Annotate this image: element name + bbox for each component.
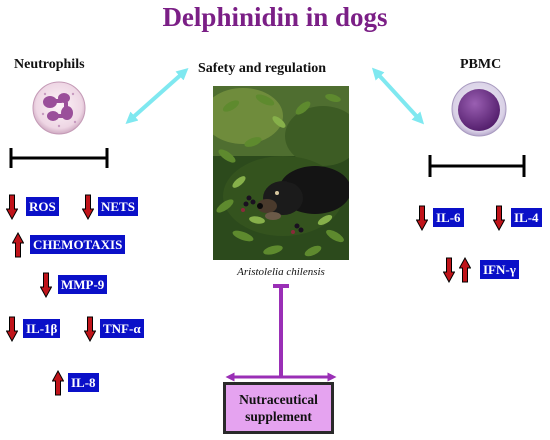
down-arrow-icon xyxy=(84,316,96,342)
left-double-arrow xyxy=(125,68,189,124)
marker-il6: IL-6 xyxy=(433,208,464,227)
pbmc-heading: PBMC xyxy=(460,57,502,72)
down-arrow-icon xyxy=(443,257,455,283)
marker-il1b: IL-1β xyxy=(23,319,61,338)
marker-ros: ROS xyxy=(26,197,59,216)
right-double-arrow xyxy=(371,67,425,125)
neutrophil-inhibition-bar xyxy=(9,148,109,168)
supplement-inhibitor-line xyxy=(273,284,289,376)
supplement-line-2: supplement xyxy=(245,409,312,424)
lymphocyte-cell-icon xyxy=(451,81,507,137)
neutrophil-cell-icon xyxy=(32,81,86,135)
marker-il8: IL-8 xyxy=(68,373,99,392)
marker-il4: IL-4 xyxy=(511,208,542,227)
down-arrow-icon xyxy=(6,194,18,220)
marker-ifng: IFN-γ xyxy=(480,260,519,279)
safety-heading: Safety and regulation xyxy=(198,61,327,76)
marker-mmp9: MMP-9 xyxy=(58,275,108,294)
dog-figure xyxy=(257,166,349,220)
up-arrow-icon xyxy=(12,232,24,258)
neutrophils-heading: Neutrophils xyxy=(14,57,85,72)
dog-in-foliage-illustration xyxy=(213,86,349,260)
down-arrow-icon xyxy=(6,316,18,342)
marker-chemotaxis: CHEMOTAXIS xyxy=(30,235,126,254)
species-caption: Aristolelia chilensis xyxy=(237,266,325,278)
marker-tnfa: TNF-α xyxy=(100,319,144,338)
supplement-line-1: Nutraceutical xyxy=(239,392,318,407)
marker-nets: NETS xyxy=(98,197,138,216)
down-arrow-icon xyxy=(82,194,94,220)
nutraceutical-supplement-box: Nutraceutical supplement xyxy=(223,382,334,434)
up-arrow-icon xyxy=(459,257,471,283)
down-arrow-icon xyxy=(416,205,428,231)
pbmc-inhibition-bar xyxy=(428,155,526,177)
down-arrow-icon xyxy=(493,205,505,231)
down-arrow-icon xyxy=(40,272,52,298)
diagram-title: Delphinidin in dogs xyxy=(162,2,388,32)
up-arrow-icon xyxy=(52,370,64,396)
